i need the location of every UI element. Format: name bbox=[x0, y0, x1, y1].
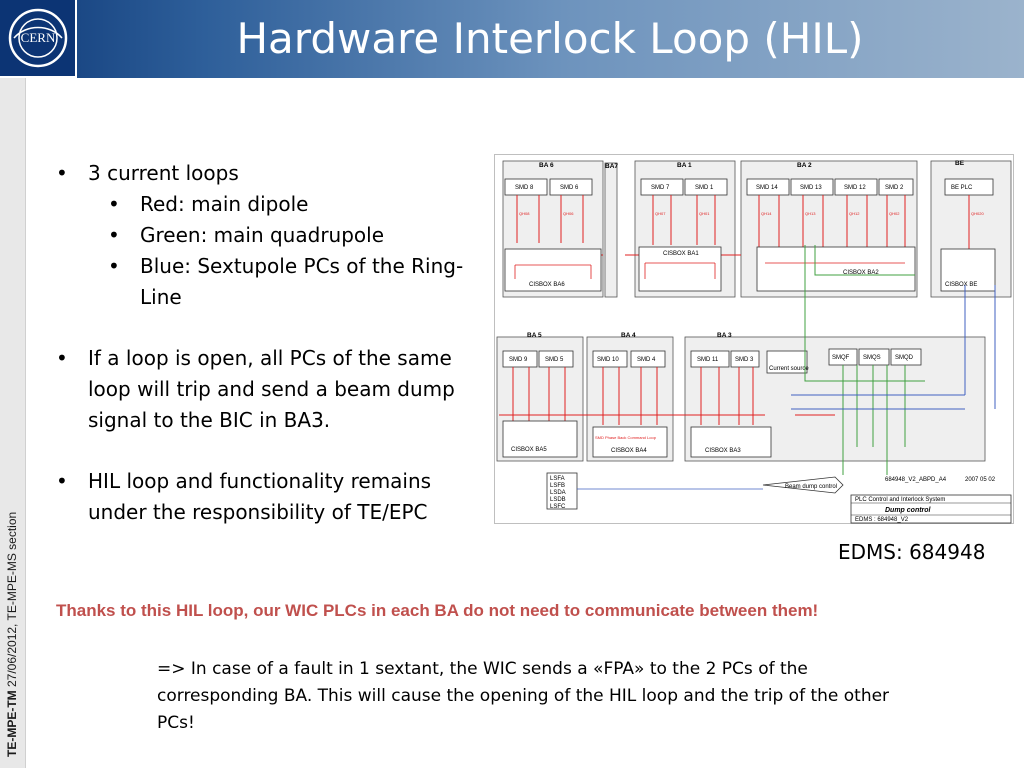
svg-text:LSFB: LSFB bbox=[550, 483, 565, 489]
svg-text:SMD 5: SMD 5 bbox=[545, 357, 564, 363]
footer-label: TE-MPE-TM 27/06/2012, TE-MPE-MS section bbox=[5, 511, 19, 757]
svg-text:SMD 1: SMD 1 bbox=[695, 185, 714, 191]
sub-bullet-item: Green: main quadrupole bbox=[56, 220, 476, 251]
svg-text:SMD 3: SMD 3 bbox=[735, 357, 754, 363]
hil-diagram: BA 6 BA7 BA 1 BA 2 BE SMD 8 SMD 6 SMD 7 … bbox=[494, 154, 1014, 524]
svg-text:SMD 14: SMD 14 bbox=[756, 185, 778, 191]
bullet-item: If a loop is open, all PCs of the same l… bbox=[56, 343, 476, 436]
svg-text:684948_V2_ABPD_A4: 684948_V2_ABPD_A4 bbox=[885, 477, 947, 483]
svg-text:SMD 2: SMD 2 bbox=[885, 185, 904, 191]
title-bar: CERN Hardware Interlock Loop (HIL) bbox=[0, 0, 1024, 78]
cisbox-ba2 bbox=[756, 246, 916, 292]
bullet-item: HIL loop and functionality remains under… bbox=[56, 466, 476, 528]
svg-text:SMD 4: SMD 4 bbox=[637, 357, 656, 363]
edms-label: EDMS: 684948 bbox=[838, 540, 986, 564]
svg-text:QH14: QH14 bbox=[761, 211, 772, 216]
sub-bullet-item: Red: main dipole bbox=[56, 189, 476, 220]
svg-text:SMD 8: SMD 8 bbox=[515, 185, 534, 191]
svg-text:QH01: QH01 bbox=[699, 211, 710, 216]
svg-text:CISBOX BA5: CISBOX BA5 bbox=[511, 447, 547, 453]
svg-text:BE PLC: BE PLC bbox=[951, 185, 973, 191]
svg-text:SMD 9: SMD 9 bbox=[509, 357, 528, 363]
label-be: BE bbox=[955, 160, 965, 167]
box-smd12 bbox=[834, 178, 878, 196]
svg-text:CISBOX BA2: CISBOX BA2 bbox=[843, 270, 879, 276]
svg-text:QH02: QH02 bbox=[889, 211, 900, 216]
cern-logo: CERN bbox=[0, 0, 77, 78]
cisbox-ba6 bbox=[504, 248, 602, 292]
svg-text:SMD 13: SMD 13 bbox=[800, 185, 822, 191]
svg-text:CISBOX BA1: CISBOX BA1 bbox=[663, 251, 699, 257]
note-text: => In case of a fault in 1 sextant, the … bbox=[157, 659, 890, 733]
bullet-item: 3 current loops bbox=[56, 158, 476, 189]
page-title: Hardware Interlock Loop (HIL) bbox=[236, 14, 864, 63]
svg-text:LSDB: LSDB bbox=[550, 497, 566, 503]
svg-text:SMD 11: SMD 11 bbox=[697, 357, 719, 363]
label-ba2: BA 2 bbox=[797, 162, 812, 169]
box-smd13 bbox=[790, 178, 834, 196]
area-ba7 bbox=[604, 162, 618, 298]
svg-text:EDMS : 684948_V2: EDMS : 684948_V2 bbox=[855, 517, 909, 523]
svg-text:QH08: QH08 bbox=[519, 211, 530, 216]
box-smd7 bbox=[640, 178, 684, 196]
svg-text:2007 05 02: 2007 05 02 bbox=[965, 477, 996, 483]
svg-text:LSFC: LSFC bbox=[550, 504, 566, 510]
svg-text:SMQF: SMQF bbox=[832, 355, 850, 361]
svg-text:BA 4: BA 4 bbox=[621, 332, 636, 339]
box-smd1 bbox=[684, 178, 728, 196]
label-ba1: BA 1 bbox=[677, 162, 692, 169]
side-strip bbox=[0, 78, 26, 768]
highlight-text: Thanks to this HIL loop, our WIC PLCs in… bbox=[56, 601, 819, 620]
svg-text:Dump control: Dump control bbox=[885, 507, 932, 514]
svg-text:BA 5: BA 5 bbox=[527, 332, 542, 339]
box-smd8 bbox=[504, 178, 548, 196]
label-ba6: BA 6 bbox=[539, 162, 554, 169]
svg-text:SMD 12: SMD 12 bbox=[844, 185, 866, 191]
svg-text:QH06: QH06 bbox=[563, 211, 574, 216]
svg-text:BA 3: BA 3 bbox=[717, 332, 732, 339]
svg-text:QH13: QH13 bbox=[805, 211, 816, 216]
svg-text:CISBOX BA3: CISBOX BA3 bbox=[705, 448, 741, 454]
svg-text:LSFA: LSFA bbox=[550, 476, 565, 482]
svg-text:Beam dump control: Beam dump control bbox=[785, 484, 837, 490]
svg-text:QH020: QH020 bbox=[971, 211, 984, 216]
svg-text:QH07: QH07 bbox=[655, 211, 666, 216]
box-smd6 bbox=[549, 178, 593, 196]
label-ba7: BA7 bbox=[605, 163, 618, 170]
svg-text:CERN: CERN bbox=[21, 30, 56, 45]
svg-text:SMQD: SMQD bbox=[895, 355, 914, 361]
svg-text:CISBOX BE: CISBOX BE bbox=[945, 282, 977, 288]
box-smd14 bbox=[746, 178, 790, 196]
svg-text:SMD Phase Back Command Loop: SMD Phase Back Command Loop bbox=[595, 435, 657, 440]
sub-bullet-item: Blue: Sextupole PCs of the Ring-Line bbox=[56, 251, 476, 313]
svg-text:PLC Control and Interlock Syst: PLC Control and Interlock System bbox=[855, 497, 945, 503]
box-smd2 bbox=[878, 178, 914, 196]
svg-text:SMD 10: SMD 10 bbox=[597, 357, 619, 363]
cisbox-be bbox=[940, 248, 996, 292]
svg-text:SMD 6: SMD 6 bbox=[560, 185, 579, 191]
bullet-list: 3 current loops Red: main dipole Green: … bbox=[56, 158, 476, 528]
svg-text:QH12: QH12 bbox=[849, 211, 860, 216]
svg-text:CISBOX BA4: CISBOX BA4 bbox=[611, 448, 647, 454]
svg-text:SMD 7: SMD 7 bbox=[651, 185, 670, 191]
svg-text:CISBOX BA6: CISBOX BA6 bbox=[529, 282, 565, 288]
svg-text:LSDA: LSDA bbox=[550, 490, 566, 496]
svg-text:Current source: Current source bbox=[769, 366, 809, 372]
svg-text:SMQS: SMQS bbox=[863, 355, 881, 361]
cisbox-ba1 bbox=[638, 246, 722, 292]
